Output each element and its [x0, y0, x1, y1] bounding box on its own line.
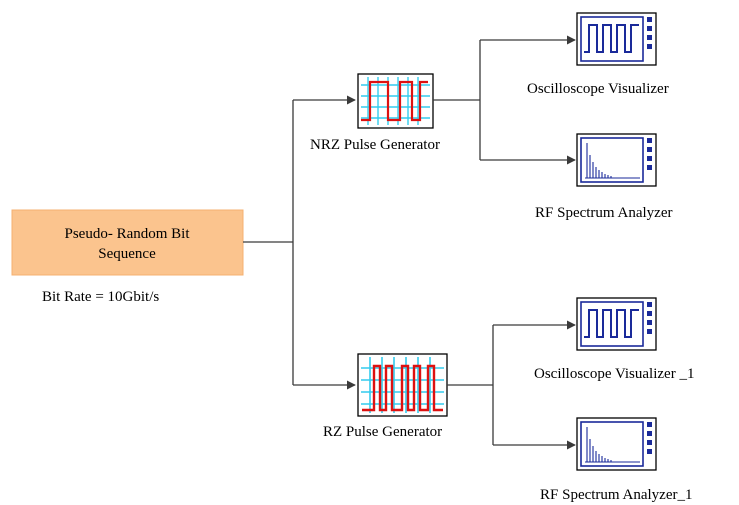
- source-wires: [243, 95, 356, 390]
- oscilloscope-label: Oscilloscope Visualizer: [527, 81, 669, 97]
- rf-spectrum-analyzer[interactable]: RF Spectrum Analyzer: [535, 133, 672, 221]
- oscilloscope-icon: [576, 12, 657, 66]
- oscilloscope-visualizer[interactable]: Oscilloscope Visualizer: [527, 12, 669, 97]
- prbs-block[interactable]: Pseudo- Random Bit Sequence: [11, 209, 244, 276]
- nrz-label: NRZ Pulse Generator: [310, 137, 440, 153]
- oscilloscope-icon: [576, 297, 657, 351]
- rz-label: RZ Pulse Generator: [323, 424, 442, 440]
- prbs-label-line1: Pseudo- Random Bit: [64, 226, 190, 242]
- rz-pulse-icon: [357, 353, 448, 417]
- spectrum-analyzer-label: RF Spectrum Analyzer: [535, 205, 672, 221]
- rz-pulse-generator[interactable]: RZ Pulse Generator: [323, 353, 448, 440]
- oscilloscope-label-1: Oscilloscope Visualizer _1: [534, 366, 694, 382]
- oscilloscope-visualizer-1[interactable]: Oscilloscope Visualizer _1: [534, 297, 694, 382]
- nrz-pulse-generator[interactable]: NRZ Pulse Generator: [310, 73, 440, 153]
- bit-rate-label: Bit Rate = 10Gbit/s: [42, 289, 159, 305]
- prbs-label-line2: Sequence: [98, 246, 156, 262]
- nrz-pulse-icon: [357, 73, 434, 129]
- spectrum-analyzer-icon: [576, 133, 657, 187]
- rf-spectrum-analyzer-1[interactable]: RF Spectrum Analyzer_1: [540, 417, 692, 503]
- spectrum-analyzer-icon: [576, 417, 657, 471]
- spectrum-analyzer-label-1: RF Spectrum Analyzer_1: [540, 487, 692, 503]
- nrz-wires: [433, 35, 576, 165]
- rz-wires: [447, 320, 576, 450]
